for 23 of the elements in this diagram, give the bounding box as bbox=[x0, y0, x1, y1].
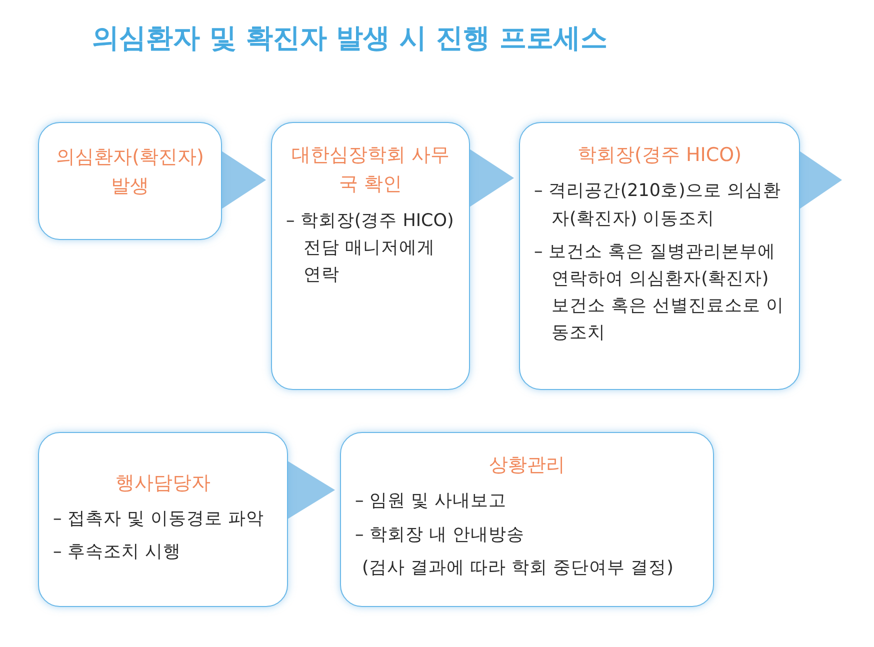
box-heading: 행사담당자 bbox=[114, 470, 212, 496]
box-heading: 학회장(경주 HICO) bbox=[576, 143, 742, 168]
process-box bbox=[38, 432, 288, 607]
bullet-text: (검사 결과에 따라 학회 중단여부 결정) bbox=[361, 556, 674, 580]
process-box bbox=[38, 122, 222, 240]
bullet-text: – 학회장(경주 HICO) 전담 매니저에게 연락 bbox=[286, 210, 455, 288]
bullet-text: – 임원 및 사내보고 bbox=[355, 490, 508, 514]
box-heading: 대한심장학회 사무국 확인 bbox=[290, 143, 451, 198]
arrow bbox=[468, 148, 514, 208]
process-box bbox=[519, 122, 800, 390]
box-heading: 상황관리 bbox=[488, 453, 566, 478]
bullet-text: – 접촉자 및 이동경로 파악 bbox=[53, 508, 266, 532]
bullet-text: – 후속조치 시행 bbox=[53, 541, 182, 564]
arrow bbox=[286, 460, 335, 520]
title: 의심환자 및 확진자 발생 시 진행 프로세스 bbox=[92, 22, 608, 56]
arrow bbox=[220, 150, 266, 210]
bullet-text: – 학회장 내 안내방송 bbox=[355, 524, 526, 547]
process-box bbox=[340, 432, 714, 607]
arrow bbox=[798, 150, 842, 210]
bullet-text: – 격리공간(210호)으로 의심환자(확진자) 이동조치 bbox=[534, 180, 782, 231]
box-heading: 의심환자(확진자) 발생 bbox=[55, 144, 205, 199]
process-box bbox=[271, 122, 470, 390]
bullet-text: – 보건소 혹은 질병관리본부에 연락하여 의심환자(확진자) 보건소 혹은 선별진료소로 이동조치 bbox=[534, 240, 785, 346]
